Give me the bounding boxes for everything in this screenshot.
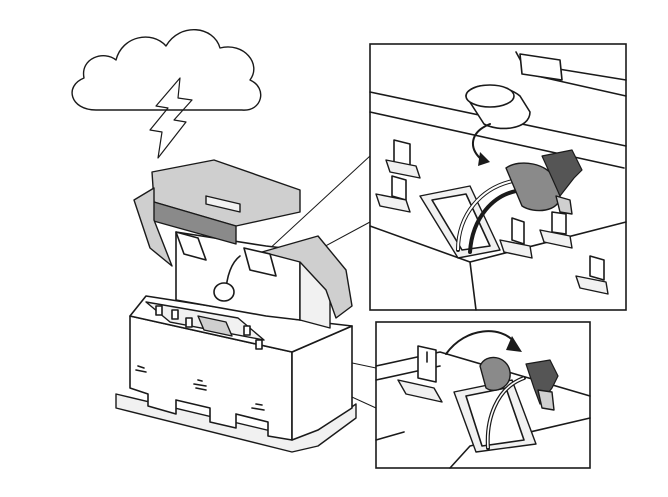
cable-strand-2 — [457, 179, 519, 251]
inset-bottom-front-edge — [375, 417, 591, 469]
bottom-cable-inner — [486, 377, 525, 449]
inset-top-front-edge — [369, 221, 627, 311]
spade-terminal-2 — [391, 175, 407, 201]
front-mark-center — [193, 379, 207, 391]
cover-flap-right — [261, 235, 353, 319]
curved-arrow-head — [506, 336, 522, 352]
spade-terminal-5-base — [575, 275, 609, 295]
bottom-grommet — [479, 356, 511, 391]
spade-terminal-3 — [511, 217, 525, 245]
cloud-icon — [71, 29, 262, 111]
spade-terminal-4 — [551, 211, 567, 235]
curved-arrow-icon — [445, 330, 515, 355]
spade-terminal-1-base — [385, 159, 421, 179]
bottom-spade-terminal — [417, 345, 437, 383]
cover-handle — [205, 195, 241, 213]
bottom-connector-clip — [525, 359, 559, 405]
front-mark-left — [135, 365, 147, 373]
terminal-slot — [197, 315, 233, 337]
spade-terminal-3-base — [499, 239, 533, 259]
curved-arrow-icon — [472, 123, 491, 161]
inset-top-block — [519, 53, 563, 81]
cable-cap-top — [465, 84, 515, 108]
station-base-front — [129, 315, 293, 441]
cable-strand-3 — [468, 188, 526, 254]
terminal-pin-4 — [243, 325, 251, 336]
detail-inset-bottom — [375, 321, 591, 469]
spade-terminal-5 — [589, 255, 605, 281]
plug-head — [213, 282, 235, 302]
storm-cloud-icon — [71, 29, 262, 159]
cover-side-left — [133, 187, 173, 267]
spade-terminal-4-base — [539, 229, 573, 249]
terminal-pin-5 — [255, 339, 263, 350]
front-mark-right — [251, 403, 265, 411]
charging-station — [115, 159, 357, 453]
spade-terminal-2-base — [375, 193, 411, 213]
detail-inset-top — [369, 43, 627, 311]
connector-nub — [555, 195, 573, 215]
bottom-spade-base — [397, 379, 443, 403]
terminal-pin-3 — [185, 317, 193, 328]
cover-hinge-left — [175, 231, 207, 261]
terminal-pin-1 — [155, 305, 163, 316]
connector-clip — [541, 149, 583, 197]
cable-slot-inner — [431, 193, 491, 251]
bottom-connector-nub — [537, 389, 555, 411]
cover-hinge-right — [243, 247, 277, 277]
inset-top-frame — [369, 43, 627, 311]
curved-arrow-head — [478, 152, 490, 166]
lightning-bolt-icon — [149, 77, 193, 159]
terminal-pin-2 — [171, 309, 179, 320]
